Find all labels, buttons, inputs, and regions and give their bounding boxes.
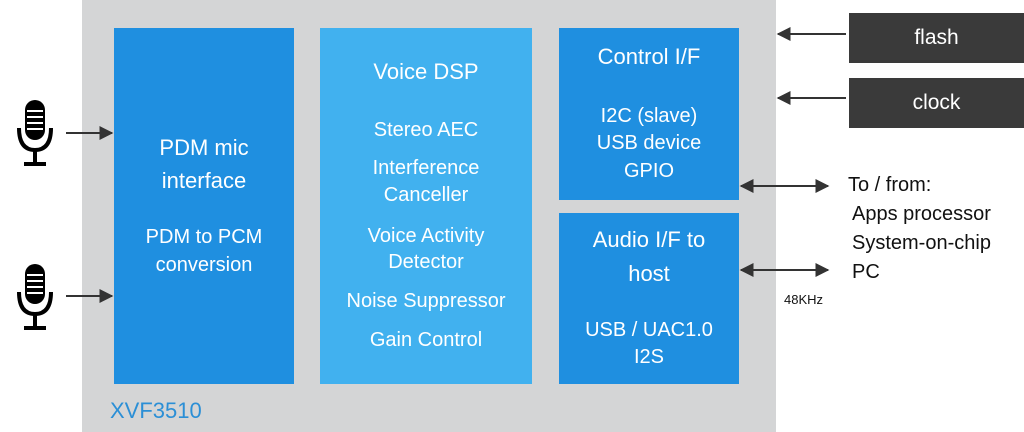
pdm-sub-line1: PDM to PCM — [145, 226, 263, 248]
microphone-icon — [17, 100, 53, 166]
pdm-mic-interface-block: PDM mic interface PDM to PCM conversion — [114, 28, 294, 384]
audio-title-line1: Audio I/F to — [592, 227, 706, 252]
dsp-item-interference: Interference — [372, 157, 480, 179]
audio-if-block: Audio I/F to host USB / UAC1.0 I2S — [559, 213, 739, 384]
pdm-title-line1: PDM mic — [159, 135, 249, 160]
clock-block: clock — [849, 78, 1024, 128]
dsp-item-voice-activity: Voice Activity — [367, 225, 485, 247]
audio-title-line2: host — [628, 261, 670, 286]
hosts-header: To / from: — [848, 174, 932, 196]
host-pc: PC — [852, 261, 880, 283]
dsp-item-gain-control: Gain Control — [369, 329, 483, 351]
dsp-item-detector: Detector — [388, 251, 464, 273]
control-title: Control I/F — [597, 44, 701, 69]
audio-item-usb-uac: USB / UAC1.0 — [585, 319, 713, 341]
pdm-title-line2: interface — [161, 168, 247, 193]
pdm-sub-line2: conversion — [155, 254, 253, 276]
audio-item-i2s: I2S — [633, 346, 665, 368]
voice-dsp-block: Voice DSP Stereo AEC Interference Cancel… — [320, 28, 532, 384]
control-item-gpio: GPIO — [623, 160, 674, 182]
control-item-usb-device: USB device — [596, 132, 702, 154]
flash-block: flash — [849, 13, 1024, 63]
control-if-block: Control I/F I2C (slave) USB device GPIO — [559, 28, 739, 200]
microphone-icon — [17, 264, 53, 330]
host-system-on-chip: System-on-chip — [852, 232, 991, 254]
dsp-item-canceller: Canceller — [383, 184, 469, 206]
dsp-item-noise-suppressor: Noise Suppressor — [346, 290, 506, 312]
dsp-item-stereo-aec: Stereo AEC — [373, 119, 479, 141]
host-apps-processor: Apps processor — [852, 203, 991, 225]
chip-name-label: XVF3510 — [110, 398, 202, 423]
dsp-title: Voice DSP — [373, 59, 479, 84]
control-item-i2c: I2C (slave) — [600, 105, 698, 127]
audio-rate-label: 48KHz — [784, 292, 824, 307]
